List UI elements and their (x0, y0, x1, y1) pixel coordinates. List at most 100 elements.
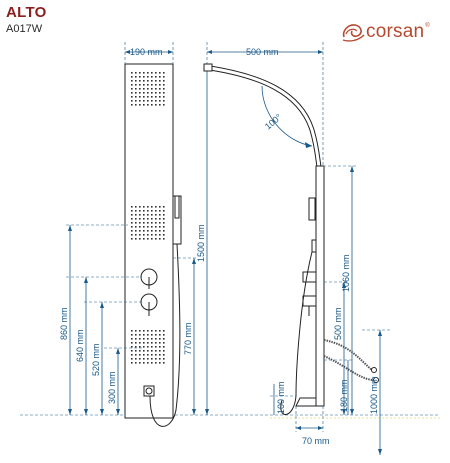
dim-70-arrow-left (296, 426, 301, 430)
angle-label: 100° (263, 112, 284, 132)
nozzle-dot (159, 358, 161, 360)
nozzle-dot (131, 96, 133, 98)
nozzle-dot (131, 342, 133, 344)
nozzle-dot (151, 206, 153, 208)
dim-500-arrow-left (207, 50, 212, 54)
dim-520-label: 520 mm (91, 343, 101, 376)
nozzle-dot (159, 100, 161, 102)
nozzle-dot (151, 230, 153, 232)
nozzle-dot (155, 84, 157, 86)
nozzle-dot (139, 92, 141, 94)
rain-head (203, 63, 213, 72)
nozzle-dot (131, 234, 133, 236)
nozzle-dot (139, 76, 141, 78)
nozzle-dot (155, 330, 157, 332)
nozzle-dot (159, 234, 161, 236)
nozzle-dot (143, 92, 145, 94)
dim-190-label: 190 mm (130, 47, 163, 57)
nozzle-dot (131, 362, 133, 364)
nozzle-dot (147, 88, 149, 90)
dim-300: 300 mm (107, 348, 120, 415)
nozzle-dot (143, 342, 145, 344)
nozzle-dot (159, 80, 161, 82)
nozzle-dot (131, 104, 133, 106)
nozzle-dot (139, 226, 141, 228)
dim-500-label: 500 mm (246, 47, 279, 57)
nozzle-dot (147, 330, 149, 332)
nozzle-dot (147, 362, 149, 364)
nozzle-dot (131, 80, 133, 82)
nozzle-dot (155, 230, 157, 232)
nozzle-dot (143, 354, 145, 356)
nozzle-dot (131, 350, 133, 352)
nozzle-dot (131, 214, 133, 216)
side-bottom-spout (295, 397, 317, 407)
nozzle-dot (143, 350, 145, 352)
nozzle-dot (151, 226, 153, 228)
dim-190-arrow-right (168, 50, 173, 54)
nozzle-dot (163, 80, 165, 82)
nozzle-dot (159, 218, 161, 220)
bottom-spray-nozzles (131, 330, 165, 364)
nozzle-dot (135, 222, 137, 224)
nozzle-dot (163, 342, 165, 344)
nozzle-dot (163, 234, 165, 236)
nozzle-dot (159, 238, 161, 240)
nozzle-dot (135, 214, 137, 216)
nozzle-dot (139, 84, 141, 86)
nozzle-dot (143, 346, 145, 348)
nozzle-dot (163, 76, 165, 78)
nozzle-dot (155, 80, 157, 82)
nozzle-dot (135, 342, 137, 344)
nozzle-dot (163, 96, 165, 98)
nozzle-dot (159, 330, 161, 332)
nozzle-dot (147, 92, 149, 94)
dim-1060-label: 1060 mm (341, 254, 351, 292)
nozzle-dot (159, 104, 161, 106)
nozzle-dot (139, 206, 141, 208)
nozzle-dot (159, 76, 161, 78)
nozzle-dot (163, 218, 165, 220)
nozzle-dot (143, 76, 145, 78)
dim-70-label: 70 mm (302, 436, 330, 446)
nozzle-dot (151, 354, 153, 356)
nozzle-dot (139, 104, 141, 106)
nozzle-dot (159, 334, 161, 336)
dim-1000: 1000 mm (369, 330, 382, 455)
nozzle-dot (143, 72, 145, 74)
brand-logo: corsan® (340, 20, 430, 44)
nozzle-dot (147, 214, 149, 216)
dim-1000-label: 1000 mm (369, 376, 379, 414)
nozzle-dot (143, 330, 145, 332)
side-hand-holder (311, 239, 317, 253)
nozzle-dot (151, 362, 153, 364)
nozzle-dot (151, 342, 153, 344)
nozzle-dot (159, 214, 161, 216)
nozzle-dot (163, 206, 165, 208)
nozzle-dot (139, 354, 141, 356)
nozzle-dot (163, 84, 165, 86)
nozzle-dot (147, 96, 149, 98)
nozzle-dot (135, 238, 137, 240)
nozzle-dot (143, 334, 145, 336)
nozzle-dot (139, 358, 141, 360)
nozzle-dot (147, 338, 149, 340)
nozzle-dot (159, 354, 161, 356)
nozzle-dot (143, 104, 145, 106)
nozzle-dot (139, 88, 141, 90)
nozzle-dot (143, 238, 145, 240)
nozzle-dot (163, 334, 165, 336)
nozzle-dot (147, 238, 149, 240)
dim-1500-label: 1500 mm (196, 224, 206, 262)
nozzle-dot (151, 88, 153, 90)
brand-reg-mark: ® (425, 23, 430, 29)
nozzle-dot (155, 210, 157, 212)
nozzle-dot (155, 222, 157, 224)
nozzle-dot (135, 88, 137, 90)
nozzle-dot (151, 104, 153, 106)
nozzle-dot (131, 222, 133, 224)
nozzle-dot (139, 230, 141, 232)
nozzle-dot (163, 354, 165, 356)
nozzle-dot (147, 350, 149, 352)
nozzle-dot (135, 330, 137, 332)
